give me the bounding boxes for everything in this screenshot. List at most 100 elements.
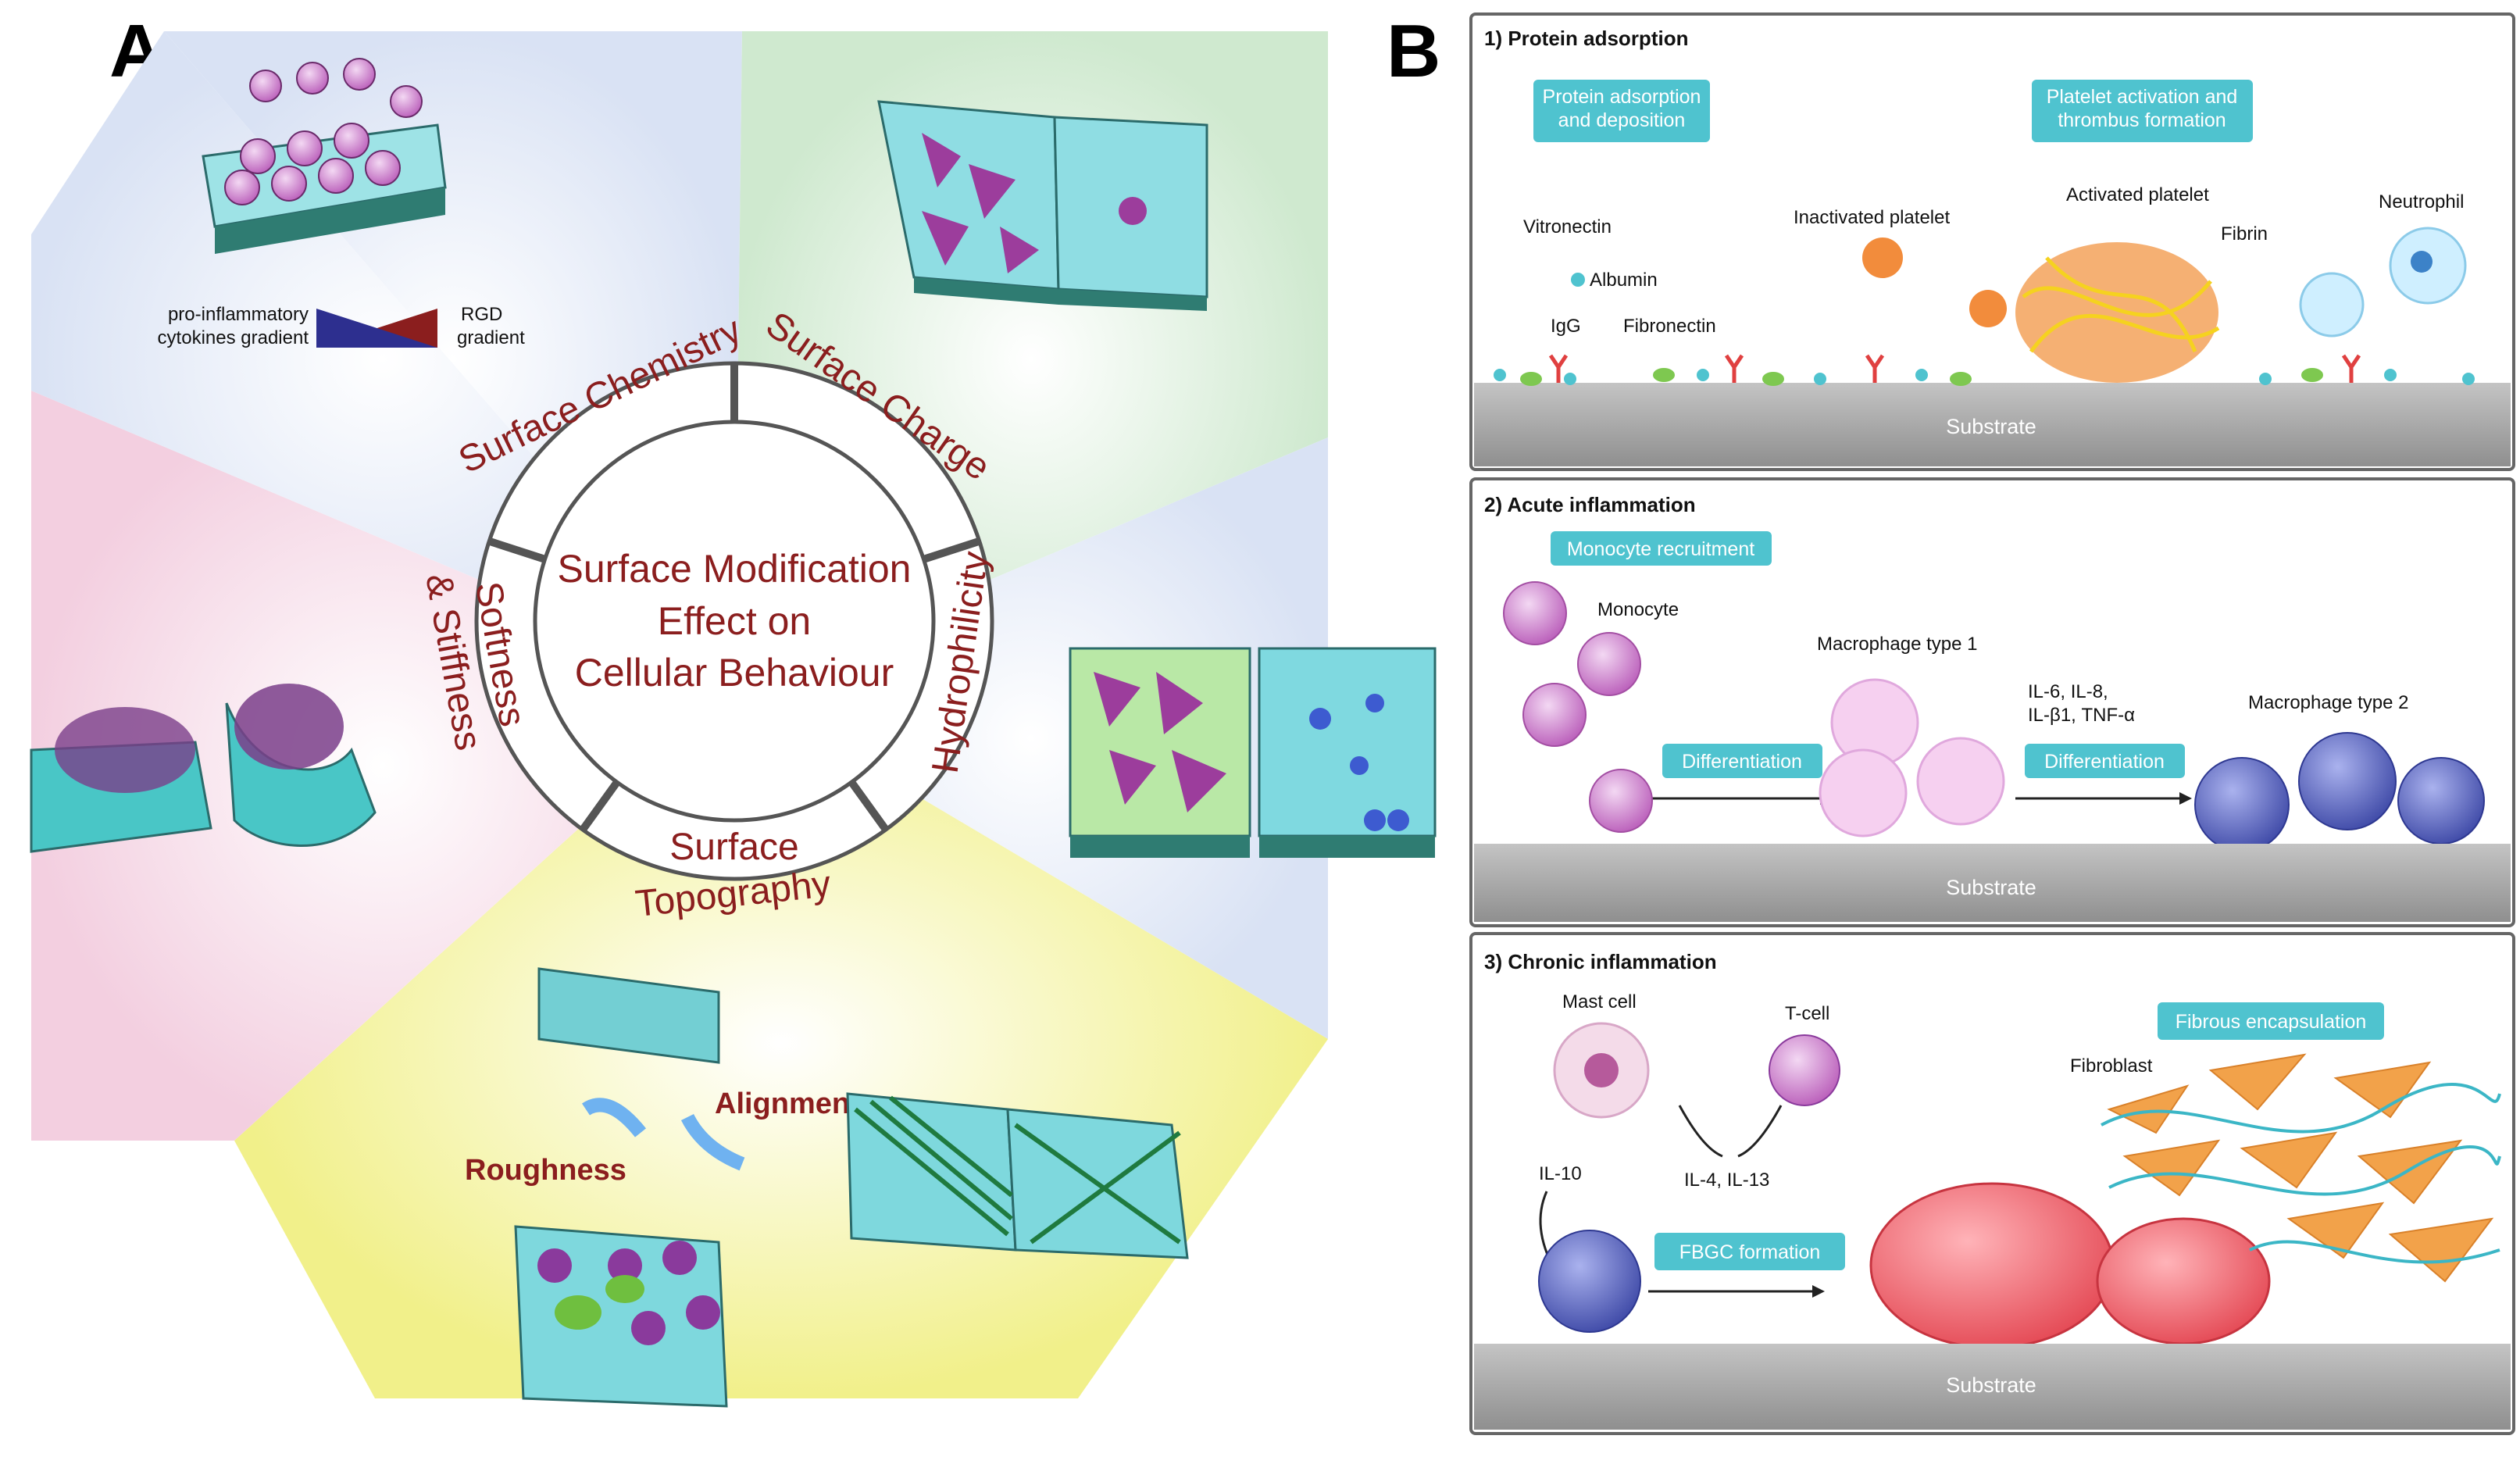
label-mast-cell: Mast cell [1562, 991, 1637, 1012]
alignment-arrow [680, 1113, 745, 1171]
row2-box-monocyte-recruitment-label: Monocyte recruitment [1567, 538, 1754, 560]
row2-title: 2) Acute inflammation [1484, 493, 1696, 516]
label-monocyte: Monocyte [1597, 599, 1679, 620]
cytokine-gradient-triangle [316, 309, 437, 348]
row3-arrowhead [1812, 1285, 1825, 1298]
label-il10: IL-10 [1539, 1163, 1582, 1184]
row1-box-protein-line-2: and deposition [1558, 109, 1686, 131]
alignment-label: Alignment [715, 1087, 860, 1120]
center-title-line-1: Surface Modification [557, 547, 911, 591]
label-igg: IgG [1551, 316, 1581, 337]
macrophages-type-2 [2194, 732, 2485, 852]
hydrophilicity-illustration [1069, 647, 1437, 858]
surface-wheel: Surface Modification Effect on Cellular … [417, 304, 997, 925]
label-cytokines-line-2: IL-β1, TNF-α [2028, 705, 2135, 726]
row3-substrate-label: Substrate [1946, 1373, 2036, 1397]
row2-box-differentiation-1 [1662, 744, 1822, 778]
panel-a: A Surface Modification Effect on Cellula… [30, 9, 1437, 1408]
divider-bottom-right [848, 780, 890, 832]
label-vitronectin: Vitronectin [1523, 216, 1612, 237]
inactivated-platelet-2 [1969, 290, 2007, 327]
neutrophil-cell-1 [2299, 272, 2365, 337]
hydrophilic-slab-side [1070, 836, 1250, 858]
charge-spread-cells [922, 133, 1039, 273]
macrophage-row3 [1538, 1230, 1641, 1333]
charge-round-cell [1119, 197, 1147, 225]
albumin-icon [1571, 273, 1585, 287]
label-macrophage-type-2: Macrophage type 2 [2248, 692, 2408, 713]
row1-substrate-label: Substrate [1946, 415, 2036, 438]
label-cytokines-line-1: IL-6, IL-8, [2028, 681, 2108, 702]
activated-platelet-cluster [2015, 242, 2218, 383]
label-macrophage-type-1: Macrophage type 1 [1817, 634, 1977, 655]
row2-arrowhead-2 [2179, 792, 2192, 805]
rough-cells [537, 1241, 720, 1345]
row3-box-fibrous [2158, 1002, 2384, 1040]
rough-green-cells [555, 1275, 644, 1330]
aligned-fibers [854, 1095, 1181, 1245]
inactivated-platelet-1 [1862, 237, 1903, 278]
divider-left [488, 537, 547, 563]
hydrophobic-slab-side [1259, 836, 1435, 858]
rgd-gradient-label-2: gradient [457, 327, 525, 348]
label-t-cell: T-cell [1785, 1003, 1829, 1024]
row2-box-differentiation-1-label: Differentiation [1682, 751, 1802, 773]
row3-title: 3) Chronic inflammation [1484, 950, 1717, 973]
macrophages-type-1 [1819, 678, 2005, 837]
mast-cell-arrow [1678, 1105, 1723, 1158]
cytokine-gradient-label-1: pro-inflammatory [168, 304, 309, 325]
topography-illustration: Alignment Roughness [465, 967, 1189, 1408]
chemistry-slab-side [215, 187, 445, 254]
label-fibroblast: Fibroblast [2070, 1055, 2153, 1077]
row2-box-differentiation-2 [2025, 744, 2185, 778]
surface-chemistry-illustration: pro-inflammatory cytokines gradient RGD … [158, 58, 525, 348]
fbgc-small [2096, 1217, 2271, 1345]
t-cell [1769, 1034, 1840, 1106]
sector-blue-right [734, 437, 1328, 1039]
row2-box-differentiation-2-label: Differentiation [2044, 751, 2165, 773]
chemistry-cells [224, 58, 423, 205]
row1-frame [1469, 12, 2515, 471]
label-fibronectin: Fibronectin [1623, 316, 1716, 337]
row2-substrate [1474, 844, 2511, 922]
row2-substrate-label: Substrate [1946, 876, 2036, 899]
fibrin-strands [2022, 256, 2220, 353]
row1-substrate [1474, 383, 2511, 466]
row1-box-platelet-line-2: thrombus formation [2058, 109, 2226, 131]
row1-box-protein-line-1: Protein adsorption [1543, 86, 1701, 108]
fbgc-large [1869, 1182, 2115, 1349]
fibroblasts [2107, 1053, 2494, 1283]
row1-box-platelet [2032, 80, 2253, 142]
row1-title: 1) Protein adsorption [1484, 27, 1688, 50]
row-chronic-inflammation: 3) Chronic inflammation Fibrous encapsul… [1469, 932, 2515, 1435]
surface-charge-illustration [877, 100, 1208, 311]
soft-spread-cell [55, 707, 195, 793]
softness-illustration [30, 684, 377, 853]
divider-bottom-left [579, 780, 621, 832]
rgd-gradient-label-1: RGD [461, 304, 502, 325]
label-activated-platelet: Activated platelet [2066, 184, 2209, 205]
t-cell-arrow [1737, 1105, 1783, 1158]
segment-topography-line-1: Surface [669, 827, 798, 868]
label-neutrophil: Neutrophil [2379, 191, 2464, 212]
divider-right [922, 537, 980, 563]
row1-box-platelet-line-1: Platelet activation and [2047, 86, 2238, 108]
sector-pink [31, 391, 734, 1141]
row3-box-fbgc-label: FBGC formation [1679, 1241, 1821, 1263]
row3-substrate [1474, 1344, 2511, 1430]
topography-top-block [537, 967, 720, 1064]
hydrophilic-cells [1094, 672, 1226, 812]
row-acute-inflammation: 2) Acute inflammation Monocyte recruitme… [1469, 477, 2515, 927]
label-inactivated-platelet: Inactivated platelet [1794, 207, 1950, 228]
label-albumin: Albumin [1590, 270, 1658, 291]
row1-surface-proteins [1494, 354, 2475, 386]
panel-b-letter: B [1387, 9, 1440, 93]
hydrophobic-cells [1309, 694, 1409, 831]
roughness-label: Roughness [465, 1154, 626, 1187]
row-protein-adsorption: 1) Protein adsorption Protein adsorption… [1469, 12, 2515, 471]
row3-box-fbgc [1654, 1233, 1845, 1270]
cytokine-gradient-label-2: cytokines gradient [158, 327, 309, 348]
roughness-arrow [582, 1098, 647, 1137]
row2-box-monocyte-recruitment [1551, 531, 1772, 566]
